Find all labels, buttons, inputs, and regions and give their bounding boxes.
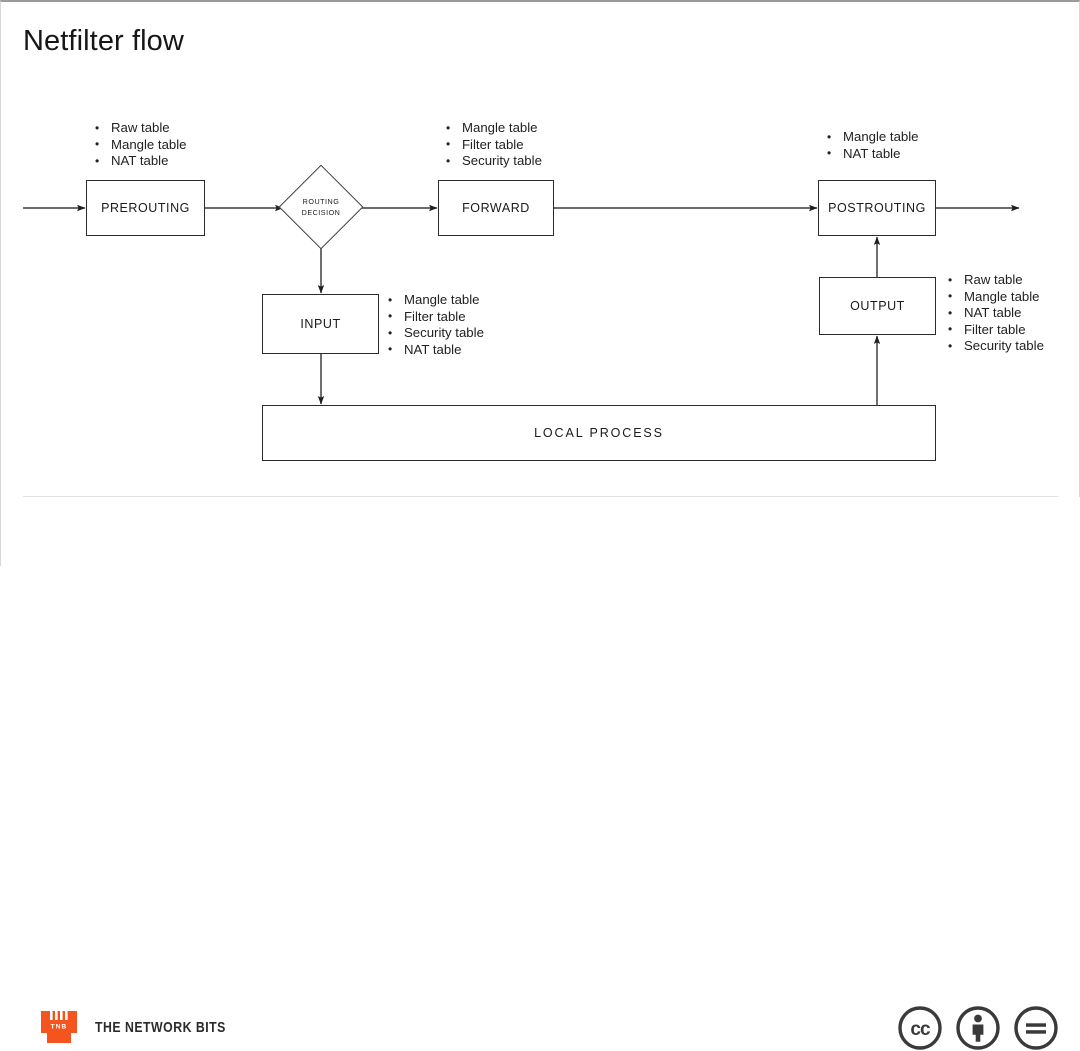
node-local-process-label: LOCAL PROCESS	[534, 426, 664, 440]
node-forward-label: FORWARD	[462, 201, 530, 215]
brand-name: THE NETWORK BITS	[95, 1018, 226, 1036]
page-title: Netfilter flow	[23, 25, 184, 57]
list-item: Mangle table	[444, 120, 542, 137]
connector-layer	[23, 204, 1020, 405]
node-prerouting[interactable]: PREROUTING	[86, 180, 205, 236]
node-output[interactable]: OUTPUT	[819, 277, 936, 335]
annotation-output-tables: Raw table Mangle table NAT table Filter …	[946, 272, 1044, 355]
node-forward[interactable]: FORWARD	[438, 180, 554, 236]
node-routing-decision[interactable]: ROUTING DECISION	[278, 164, 364, 250]
list-item: NAT table	[825, 145, 919, 163]
node-postrouting[interactable]: POSTROUTING	[818, 180, 936, 236]
list-item: Mangle table	[93, 136, 187, 154]
annotation-postrouting-tables: Mangle table NAT table	[825, 129, 919, 162]
list-item: Raw table	[946, 272, 1044, 289]
license-badges: cc	[897, 1005, 1059, 1051]
node-postrouting-label: POSTROUTING	[828, 201, 926, 215]
netfilter-flow-diagram: PREROUTING ROUTING DECISION FORWARD POST…	[1, 2, 1080, 496]
annotation-input-tables: Mangle table Filter table Security table…	[386, 292, 484, 358]
list-item: Security table	[444, 153, 542, 170]
list-item: Mangle table	[946, 288, 1044, 306]
list-item: Filter table	[386, 308, 484, 326]
routing-decision-line-1: ROUTING	[302, 197, 340, 206]
list-item: Filter table	[444, 136, 542, 154]
node-routing-decision-label: ROUTING DECISION	[284, 170, 358, 244]
routing-decision-line-2: DECISION	[301, 208, 341, 217]
annotation-forward-tables: Mangle table Filter table Security table	[444, 120, 542, 170]
list-item: Raw table	[93, 120, 187, 137]
svg-text:cc: cc	[910, 1019, 931, 1040]
slide-page: Netfilter flow	[0, 0, 1080, 566]
list-item: Filter table	[946, 321, 1044, 339]
annotation-prerouting-tables: Raw table Mangle table NAT table	[93, 120, 187, 170]
footer-divider	[23, 496, 1059, 497]
list-item: NAT table	[946, 305, 1044, 322]
rj45-logo-icon: TNB	[41, 1011, 77, 1043]
node-prerouting-label: PREROUTING	[101, 201, 190, 215]
footer: TNB THE NETWORK BITS cc	[1, 497, 1080, 1050]
list-item: Security table	[386, 325, 484, 342]
list-item: Security table	[946, 338, 1044, 355]
list-item: NAT table	[386, 341, 484, 359]
svg-text:TNB: TNB	[51, 1024, 68, 1031]
brand-block[interactable]: TNB THE NETWORK BITS	[37, 1005, 255, 1049]
list-item: Mangle table	[825, 129, 919, 146]
no-derivatives-equals-icon[interactable]	[1013, 1005, 1059, 1051]
list-item: NAT table	[93, 153, 187, 170]
attribution-person-icon[interactable]	[955, 1005, 1001, 1051]
node-output-label: OUTPUT	[850, 299, 905, 313]
node-local-process[interactable]: LOCAL PROCESS	[262, 405, 936, 461]
node-input[interactable]: INPUT	[262, 294, 379, 354]
creative-commons-icon[interactable]: cc	[897, 1005, 943, 1051]
list-item: Mangle table	[386, 292, 484, 309]
node-input-label: INPUT	[300, 317, 341, 331]
